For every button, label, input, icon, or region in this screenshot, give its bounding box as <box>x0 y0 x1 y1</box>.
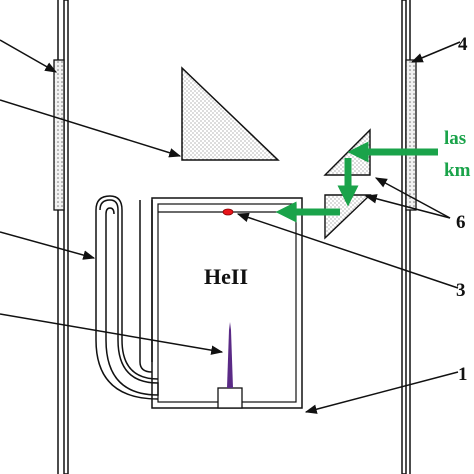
needle-holder <box>217 387 243 409</box>
right-wall-inner <box>401 0 407 474</box>
laser-path <box>275 141 438 223</box>
cell-label: HeII <box>204 264 248 289</box>
label-6: 6 <box>456 212 466 233</box>
label-1: 1 <box>458 364 468 385</box>
helium-cell <box>151 197 303 409</box>
needle <box>227 322 233 388</box>
mirror-lower <box>324 194 372 240</box>
prism <box>181 66 280 161</box>
particle <box>222 208 234 216</box>
right-window <box>405 59 417 211</box>
cryostat-walls <box>53 0 417 474</box>
laser-label-line2: km <box>444 160 471 181</box>
label-3: 3 <box>456 280 466 301</box>
left-wall-inner <box>63 0 69 474</box>
label-4: 4 <box>458 34 468 55</box>
laser-label-line1: las <box>444 128 466 149</box>
capillary-tube <box>99 199 159 396</box>
leader-lines <box>0 39 461 414</box>
left-window <box>53 59 65 211</box>
